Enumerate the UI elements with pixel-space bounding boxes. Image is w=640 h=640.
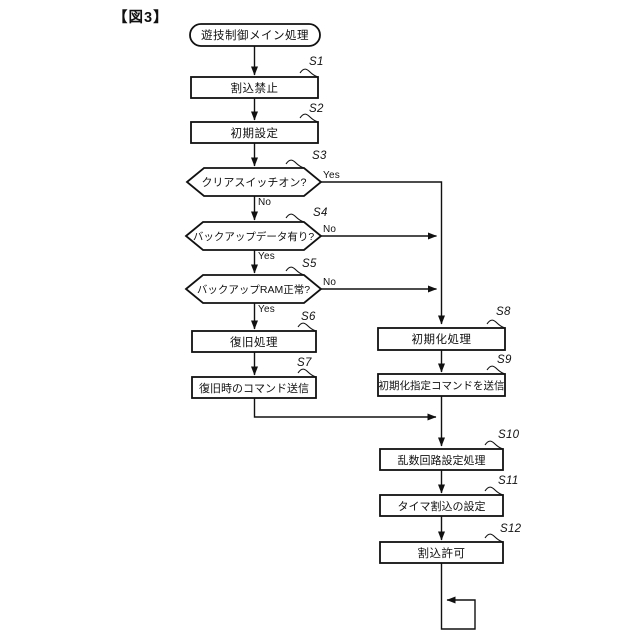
step-s7-text: 復旧時のコマンド送信 [199,382,309,395]
branch-s4-yes: Yes [258,251,275,262]
leader-squiggle-s9 [486,365,506,375]
step-ref-s10: S10 [498,429,520,441]
step-ref-s1: S1 [309,56,324,68]
leader-squiggle-s4 [285,213,305,223]
step-s9-text: 初期化指定コマンドを送信 [378,379,505,392]
decision-s4-text: バックアップデータ有り? [192,230,315,243]
decision-s3-text: クリアスイッチオン? [201,177,307,189]
step-ref-s3: S3 [312,150,327,162]
step-ref-s2: S2 [309,103,324,115]
leader-squiggle-s6 [297,322,317,332]
step-ref-s5: S5 [302,258,317,270]
leader-squiggle-s12 [484,533,504,543]
leader-squiggle-s7 [297,368,317,378]
connector-s3-yes-to-s8 [321,181,445,325]
step-ref-s8: S8 [496,306,511,318]
leader-squiggle-s11 [484,486,504,496]
step-ref-s9: S9 [497,354,512,366]
leader-squiggle-s10 [484,440,504,450]
step-ref-s6: S6 [301,311,316,323]
leader-squiggle-s3 [285,159,305,169]
branch-s5-no: No [323,277,337,288]
figure-number-label: 【図3】 [113,10,169,26]
loop-connector [440,563,476,630]
step-s10-text: 乱数回路設定処理 [397,454,486,467]
step-s8-text: 初期化処理 [411,334,472,346]
branch-s5-yes: Yes [258,304,275,315]
step-s2-text: 初期設定 [230,127,279,140]
step-ref-s12: S12 [500,523,522,535]
leader-squiggle-s5 [285,266,305,276]
step-s11-text: タイマ割込の設定 [397,500,486,513]
step-ref-s7: S7 [297,357,312,369]
branch-s3-no: No [258,197,272,208]
decision-s5-text: バックアップRAM正常? [196,283,311,296]
branch-s4-no: No [323,224,337,235]
leader-squiggle-s8 [486,319,506,329]
branch-s3-yes: Yes [323,170,340,181]
step-s1-text: 割込禁止 [230,82,279,95]
step-s6-text: 復旧処理 [230,336,278,349]
leader-squiggle-s2 [299,113,319,123]
connector-s7-to-merge [253,398,437,421]
step-ref-s4: S4 [313,207,328,219]
leader-squiggle-s1 [299,68,319,78]
start-terminal-label: 遊技制御メイン処理 [201,30,309,42]
step-s12-text: 割込許可 [417,547,466,560]
step-ref-s11: S11 [498,475,519,487]
